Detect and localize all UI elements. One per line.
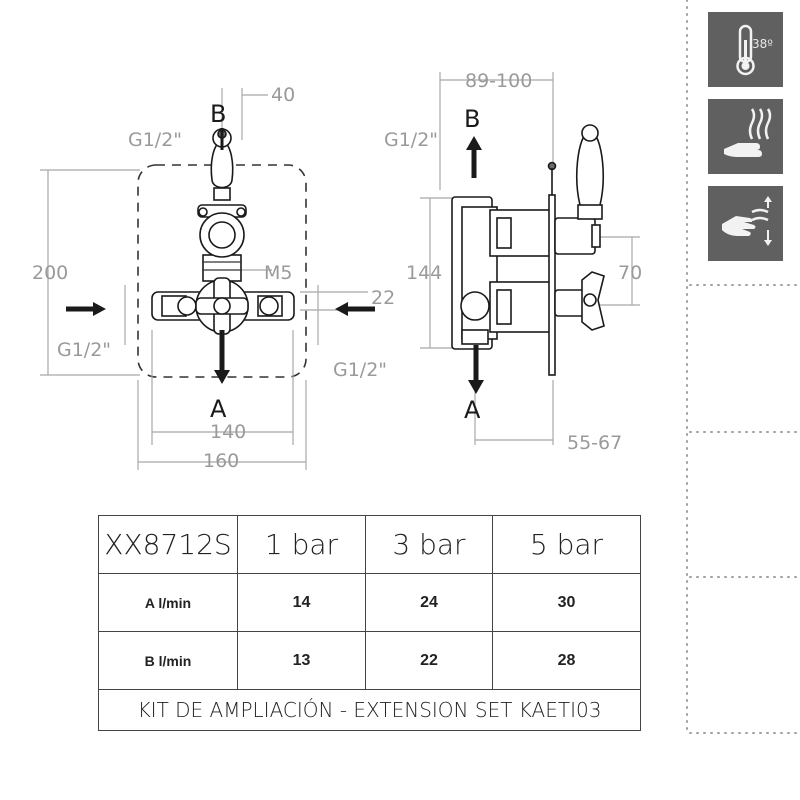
front-dim-top: 40 xyxy=(271,84,295,106)
front-dim-160: 160 xyxy=(203,450,239,472)
extension-set-note: KIT DE AMPLIACIÓN - EXTENSION SET KAETI0… xyxy=(98,689,641,731)
side-dim-depth: 89-100 xyxy=(465,70,532,92)
row-label: B l/min xyxy=(98,631,238,690)
front-thread-left: G1/2" xyxy=(57,339,111,361)
hand-flow-tile xyxy=(708,186,783,261)
row-label: A l/min xyxy=(98,573,238,632)
front-view: B A 40 200 M5 22 140 160 G1/2" G1/2" G1/… xyxy=(32,84,395,472)
side-dim-144: 144 xyxy=(406,262,442,284)
table-cell: 13 xyxy=(237,631,366,690)
pressure-header: 1 bar xyxy=(237,515,366,574)
side-thread: G1/2" xyxy=(384,129,438,151)
thermometer-tile xyxy=(708,12,783,87)
table-row: B l/min 13 22 28 xyxy=(98,631,641,690)
front-label-b: B xyxy=(210,100,226,128)
hand-steam-tile xyxy=(708,99,783,174)
hand-steam-icon xyxy=(723,107,771,157)
thermometer-icon xyxy=(735,24,755,75)
front-dim-m5: M5 xyxy=(264,262,292,284)
table-row: A l/min 14 24 30 xyxy=(98,573,641,632)
front-dim-140: 140 xyxy=(210,421,246,443)
front-dim-height: 200 xyxy=(32,262,68,284)
model-cell: XX8712S xyxy=(98,515,238,574)
side-view: B A 89-100 144 70 55-67 G1/2" xyxy=(384,70,642,454)
side-dim-wall: 55-67 xyxy=(567,432,622,454)
table-cell: 24 xyxy=(365,573,493,632)
table-cell: 30 xyxy=(492,573,641,632)
front-thread-top: G1/2" xyxy=(128,129,182,151)
front-thread-right: G1/2" xyxy=(333,359,387,381)
table-cell: 28 xyxy=(492,631,641,690)
temperature-value: 38º xyxy=(752,37,773,51)
flow-rate-table: XX8712S 1 bar 3 bar 5 bar A l/min 14 24 … xyxy=(98,515,641,731)
table-cell: 14 xyxy=(237,573,366,632)
front-dim-22: 22 xyxy=(371,287,395,309)
side-label-b: B xyxy=(464,105,480,133)
table-footer-row: KIT DE AMPLIACIÓN - EXTENSION SET KAETI0… xyxy=(98,689,641,731)
table-cell: 22 xyxy=(365,631,493,690)
side-label-a: A xyxy=(464,396,481,424)
hand-flow-icon xyxy=(721,195,772,246)
dotted-separators xyxy=(686,0,800,736)
table-header-row: XX8712S 1 bar 3 bar 5 bar xyxy=(98,515,641,574)
pressure-header: 5 bar xyxy=(492,515,641,574)
side-dim-70: 70 xyxy=(618,262,642,284)
front-label-a: A xyxy=(210,395,227,423)
pressure-header: 3 bar xyxy=(365,515,493,574)
